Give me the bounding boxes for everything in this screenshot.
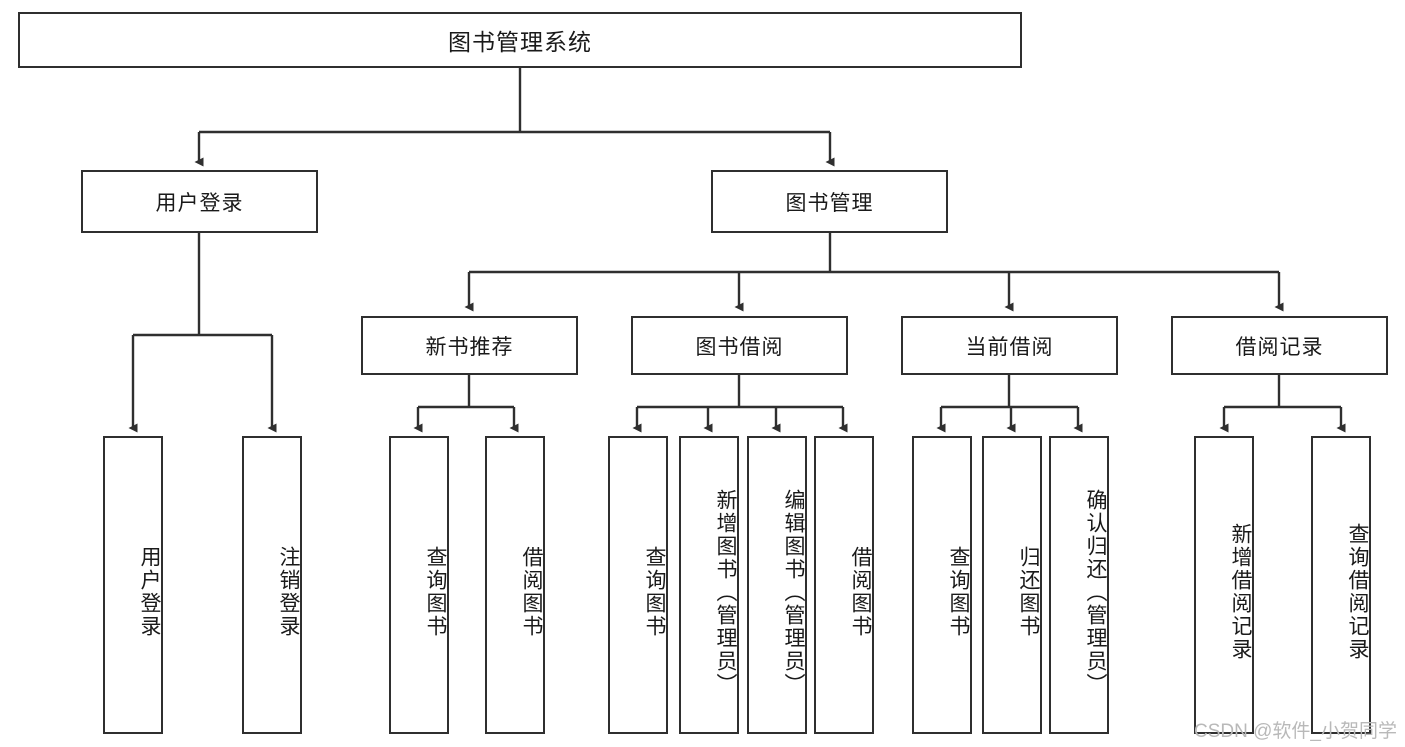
leaf-query-record[interactable]: 查询借阅记录: [1311, 436, 1371, 734]
node-new-book-rec-label: 新书推荐: [425, 335, 514, 359]
leaf-logout-label: 注销登录: [277, 546, 300, 638]
leaf-confirm-return[interactable]: 确认归还（管理员）: [1049, 436, 1109, 734]
leaf-newbook-query-label: 查询图书: [424, 546, 447, 638]
leaf-return-book-label: 归还图书: [1017, 546, 1040, 638]
node-book-borrow[interactable]: 图书借阅: [631, 316, 848, 375]
node-current-borrow[interactable]: 当前借阅: [901, 316, 1118, 375]
watermark: CSDN @软件_小贺同学: [1194, 721, 1397, 742]
leaf-edit-book-label: 编辑图书（管理员）: [782, 488, 805, 696]
leaf-borrow-query[interactable]: 查询图书: [608, 436, 668, 734]
node-borrow-record[interactable]: 借阅记录: [1171, 316, 1388, 375]
leaf-newbook-query[interactable]: 查询图书: [389, 436, 449, 734]
leaf-newbook-borrow[interactable]: 借阅图书: [485, 436, 545, 734]
node-root[interactable]: 图书管理系统: [18, 12, 1022, 68]
leaf-user-login-label: 用户登录: [138, 546, 161, 638]
node-new-book-rec[interactable]: 新书推荐: [361, 316, 578, 375]
leaf-edit-book[interactable]: 编辑图书（管理员）: [747, 436, 807, 734]
leaf-user-login[interactable]: 用户登录: [103, 436, 163, 734]
leaf-query-record-label: 查询借阅记录: [1346, 523, 1369, 661]
leaf-add-record[interactable]: 新增借阅记录: [1194, 436, 1254, 734]
leaf-logout[interactable]: 注销登录: [242, 436, 302, 734]
node-book-manage[interactable]: 图书管理: [711, 170, 948, 233]
leaf-confirm-return-label: 确认归还（管理员）: [1084, 488, 1107, 696]
leaf-borrow-book[interactable]: 借阅图书: [814, 436, 874, 734]
leaf-current-query[interactable]: 查询图书: [912, 436, 972, 734]
node-book-manage-label: 图书管理: [785, 191, 874, 215]
node-book-borrow-label: 图书借阅: [695, 335, 784, 359]
leaf-borrow-book-label: 借阅图书: [849, 546, 872, 638]
node-root-label: 图书管理系统: [448, 29, 592, 55]
leaf-add-book[interactable]: 新增图书（管理员）: [679, 436, 739, 734]
node-user-login-label: 用户登录: [155, 191, 244, 215]
leaf-add-record-label: 新增借阅记录: [1229, 523, 1252, 661]
node-borrow-record-label: 借阅记录: [1235, 335, 1324, 359]
leaf-return-book[interactable]: 归还图书: [982, 436, 1042, 734]
leaf-borrow-query-label: 查询图书: [643, 546, 666, 638]
leaf-add-book-label: 新增图书（管理员）: [714, 488, 737, 696]
leaf-current-query-label: 查询图书: [947, 546, 970, 638]
leaf-newbook-borrow-label: 借阅图书: [520, 546, 543, 638]
node-user-login[interactable]: 用户登录: [81, 170, 318, 233]
node-current-borrow-label: 当前借阅: [965, 335, 1054, 359]
